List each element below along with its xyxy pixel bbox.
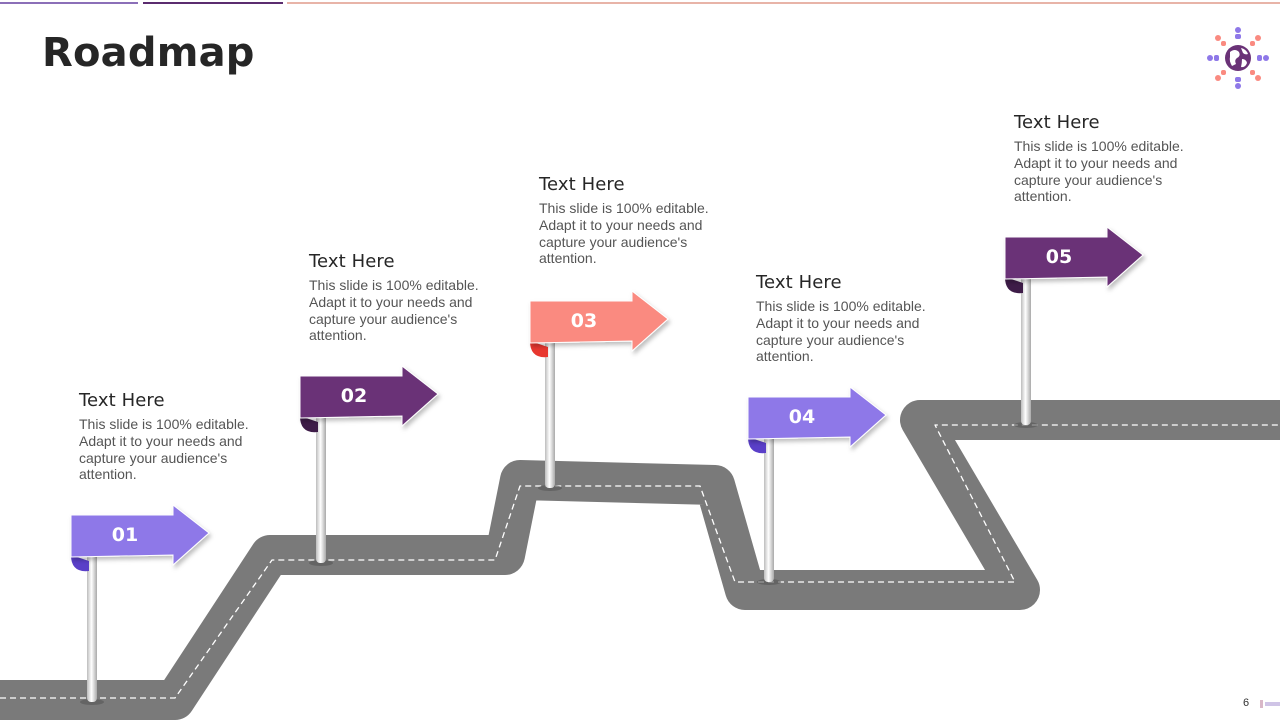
flag-pole bbox=[316, 406, 326, 563]
page-number: 6 bbox=[1243, 697, 1250, 709]
flag-pole bbox=[87, 545, 97, 702]
page-marker-bar bbox=[1265, 702, 1280, 706]
step-number: 03 bbox=[571, 310, 597, 332]
slide-title: Roadmap bbox=[42, 30, 255, 76]
step-number: 02 bbox=[341, 385, 367, 407]
flag-arrow bbox=[299, 364, 439, 428]
step-heading: Text Here bbox=[756, 272, 842, 293]
flag-fold bbox=[300, 416, 318, 433]
milestone-flag-03: 03 bbox=[529, 289, 669, 491]
flag-fold bbox=[1005, 277, 1023, 294]
globe-people-icon bbox=[1207, 27, 1269, 89]
flag-pole bbox=[545, 331, 555, 488]
accent-line-1 bbox=[0, 2, 138, 4]
accent-line-2 bbox=[143, 2, 283, 4]
milestone-flag-01: 01 bbox=[70, 503, 210, 705]
flag-arrow bbox=[529, 289, 669, 353]
page-marker bbox=[1260, 700, 1263, 708]
step-heading: Text Here bbox=[539, 174, 625, 195]
step-number: 04 bbox=[789, 406, 815, 428]
road bbox=[0, 400, 1280, 720]
step-heading: Text Here bbox=[309, 251, 395, 272]
step-number: 01 bbox=[112, 524, 138, 546]
milestone-flag-02: 02 bbox=[299, 364, 439, 566]
flag-pole bbox=[1021, 267, 1031, 425]
flag-fold bbox=[71, 555, 89, 572]
step-description: This slide is 100% editable. Adapt it to… bbox=[539, 200, 709, 267]
step-heading: Text Here bbox=[79, 390, 165, 411]
step-description: This slide is 100% editable. Adapt it to… bbox=[1014, 138, 1184, 205]
flag-arrow bbox=[1004, 225, 1144, 289]
step-description: This slide is 100% editable. Adapt it to… bbox=[309, 277, 479, 344]
flag-pole bbox=[764, 427, 774, 582]
step-number: 05 bbox=[1046, 246, 1072, 268]
milestone-flag-05: 05 bbox=[1004, 225, 1144, 428]
step-description: This slide is 100% editable. Adapt it to… bbox=[79, 416, 249, 483]
flag-arrow bbox=[747, 385, 887, 449]
road-lane-marking bbox=[0, 424, 1280, 699]
step-heading: Text Here bbox=[1014, 112, 1100, 133]
step-description: This slide is 100% editable. Adapt it to… bbox=[756, 298, 926, 365]
flag-arrow bbox=[70, 503, 210, 567]
flag-fold bbox=[530, 341, 548, 358]
flag-fold bbox=[748, 437, 766, 454]
accent-line-3 bbox=[287, 2, 1280, 4]
milestone-flag-04: 04 bbox=[747, 385, 887, 585]
